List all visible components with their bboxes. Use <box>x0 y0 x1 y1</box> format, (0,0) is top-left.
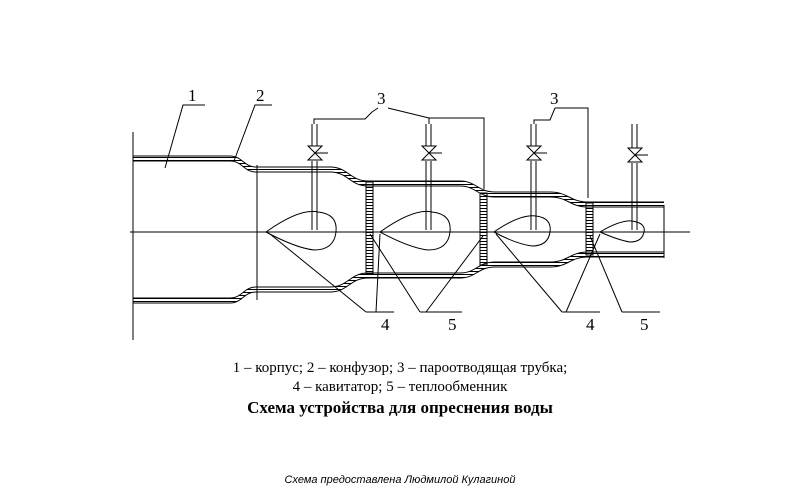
label-cavitator-a: 4 <box>381 315 390 334</box>
label-steam-tube-b: 3 <box>550 89 559 108</box>
upper-wall-hatch <box>133 156 664 207</box>
leader-line-3 <box>371 107 379 113</box>
label-exchanger-b: 5 <box>640 315 649 334</box>
label-cavitator-b: 4 <box>586 315 595 334</box>
leader-line-5 <box>425 235 484 313</box>
housing-lower-wall <box>133 256 664 304</box>
figure-title: Схема устройства для опреснения воды <box>247 398 553 417</box>
valve-icon <box>420 145 438 161</box>
leader-line-4 <box>269 233 367 313</box>
heat-exchanger-1 <box>365 181 374 275</box>
legend-line-1: 1 – корпус; 2 – конфузор; 3 – пароотводя… <box>232 360 568 376</box>
valve-icon <box>626 147 644 163</box>
leader-line-3 <box>533 107 556 124</box>
housing-upper-wall <box>133 155 664 203</box>
leader-line-4 <box>495 233 563 313</box>
leader-line-5 <box>369 233 421 313</box>
label-housing: 1 <box>188 86 197 105</box>
valve-icon <box>525 145 543 161</box>
label-exchanger-a: 5 <box>448 315 457 334</box>
leader-line-4 <box>375 233 381 313</box>
credit-line: Схема предоставлена Людмилой Кулагиной <box>284 474 516 486</box>
leader-line-3 <box>555 107 589 198</box>
lower-wall-hatch <box>133 252 664 303</box>
cavitator-2 <box>379 210 451 251</box>
leader-line-3 <box>313 111 373 124</box>
heat-exchanger-2 <box>479 192 488 266</box>
cavitator-4 <box>598 220 645 243</box>
label-steam-tube-a: 3 <box>377 89 386 108</box>
legend-line-2: 4 – кавитатор; 5 – теплообменник <box>292 379 508 395</box>
label-confuser: 2 <box>256 86 265 105</box>
leader-line-3 <box>387 107 430 119</box>
leader-line-1 <box>164 104 205 169</box>
leader-line-4 <box>565 233 601 313</box>
cavitator-3 <box>493 215 551 247</box>
cavitator-1 <box>265 210 337 251</box>
leader-line-3 <box>428 117 485 189</box>
leader-line-2 <box>233 104 272 162</box>
heat-exchanger-3 <box>585 202 594 256</box>
leader-line-5 <box>589 235 623 313</box>
valve-icon <box>306 145 324 161</box>
